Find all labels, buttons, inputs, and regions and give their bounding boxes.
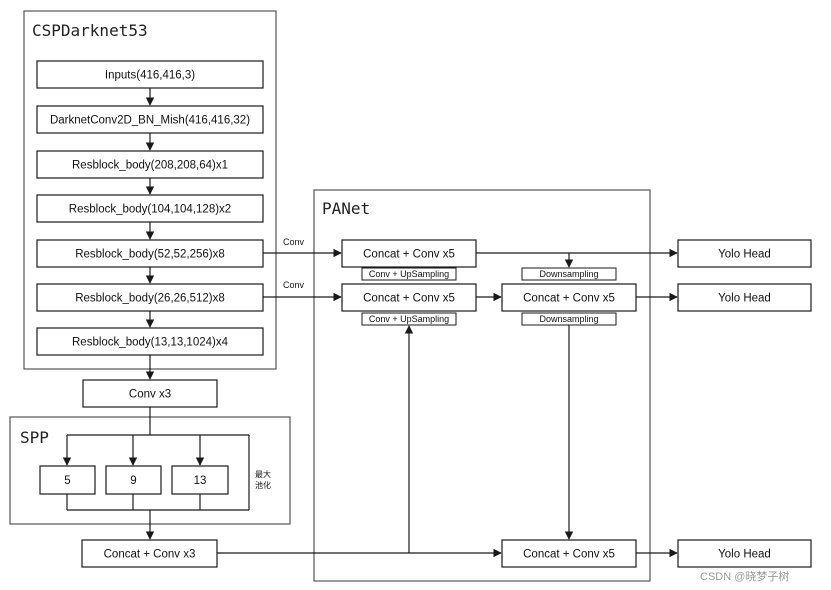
upsampling-label-top: Conv + UpSampling [361,267,457,281]
downsampling-text: Downsampling [539,269,598,279]
backbone-block-label: Resblock_body(13,13,1024)x4 [72,337,229,349]
concat-conv-x5-label: Concat + Conv x5 [523,549,615,561]
upsampling-label-bottom: Conv + UpSampling [361,312,457,326]
panet-panel-title: PANet [322,199,370,218]
conv-edge-label-top: Conv [283,237,305,247]
backbone-block-label: Resblock_body(208,208,64)x1 [72,160,228,172]
yolo-head-label: Yolo Head [718,549,771,561]
backbone-block-label: Resblock_body(52,52,256)x8 [75,249,225,261]
backbone-block-1: DarknetConv2D_BN_Mish(416,416,32) [36,105,264,134]
downsampling-text: Downsampling [539,314,598,324]
yolo-head-bottom: Yolo Head [677,539,812,568]
max-pool-note-line2: 池化 [255,480,271,490]
backbone-block-6: Resblock_body(13,13,1024)x4 [36,327,264,356]
spp-panel-title: SPP [20,428,49,447]
max-pool-note-line1: 最大 [255,469,271,479]
backbone-block-label: Resblock_body(104,104,128)x2 [69,204,231,216]
panet-top-concat-block: Concat + Conv x5 [341,239,477,268]
downsampling-label-top: Downsampling [521,267,617,281]
yolo-head-label: Yolo Head [718,249,771,261]
backbone-block-label: DarknetConv2D_BN_Mish(416,416,32) [50,115,250,127]
spp-pool-5: 5 [39,465,96,495]
upsampling-text: Conv + UpSampling [369,269,449,279]
panet-mid-right-concat-block: Concat + Conv x5 [501,283,637,312]
yolo-head-top: Yolo Head [677,239,812,268]
spp-branch-lines [62,407,250,540]
panet-panel [313,189,651,582]
pool-size-label: 9 [130,475,136,487]
backbone-block-label: Inputs(416,416,3) [105,70,195,82]
conv-x3-label: Conv x3 [129,389,171,401]
concat-conv-x3-block: Concat + Conv x3 [81,539,218,568]
watermark-text: CSDN @晓梦子树 [700,569,789,583]
panet-bottom-concat-block: Concat + Conv x5 [501,539,637,568]
panet-mid-left-concat-block: Concat + Conv x5 [341,283,477,312]
backbone-block-3: Resblock_body(104,104,128)x2 [36,194,264,223]
backbone-block-4: Resblock_body(52,52,256)x8 [36,239,264,268]
conv-edge-label-bottom: Conv [283,280,305,290]
concat-conv-x5-label: Concat + Conv x5 [523,293,615,305]
pool-size-label: 5 [64,475,70,487]
concat-conv-x5-label: Concat + Conv x5 [363,293,455,305]
panet-connection-arrows [217,248,678,558]
backbone-block-2: Resblock_body(208,208,64)x1 [36,150,264,179]
csp-panel-title: CSPDarknet53 [32,21,148,40]
conv-x3-block: Conv x3 [82,379,218,408]
yolo-head-middle: Yolo Head [677,283,812,312]
concat-conv-x3-label: Concat + Conv x3 [104,549,196,561]
pool-size-label: 13 [194,475,207,487]
backbone-block-5: Resblock_body(26,26,512)x8 [36,283,264,312]
spp-pool-9: 9 [105,465,162,495]
backbone-block-0: Inputs(416,416,3) [36,60,264,89]
downsampling-label-bottom: Downsampling [521,312,617,326]
spp-pool-13: 13 [171,465,229,495]
concat-conv-x5-label: Concat + Conv x5 [363,249,455,261]
backbone-block-label: Resblock_body(26,26,512)x8 [75,293,225,305]
yolo-head-label: Yolo Head [718,293,771,305]
upsampling-text: Conv + UpSampling [369,314,449,324]
